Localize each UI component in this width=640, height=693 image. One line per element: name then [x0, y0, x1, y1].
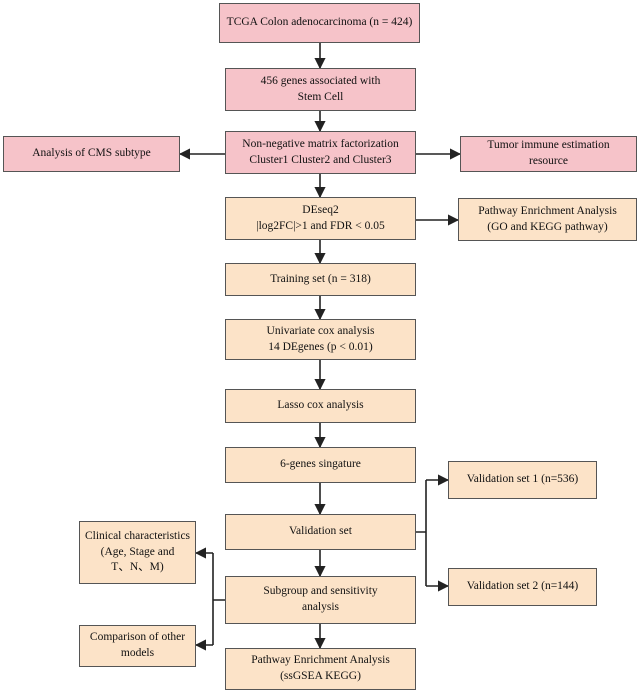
node-text-line: Pathway Enrichment Analysis	[478, 204, 617, 217]
node-text-line: Analysis of CMS subtype	[32, 147, 151, 160]
node-text-line: resource	[529, 155, 568, 167]
node-text-line: (ssGSEA KEGG)	[280, 670, 361, 682]
node-text-line: Validation set 1 (n=536)	[466, 473, 579, 486]
node-text-line: |log2FC|>1 and FDR < 0.05	[256, 219, 385, 232]
node-text-line: 14 DEgenes (p < 0.01)	[268, 340, 373, 353]
node-training: Training set (n = 318)	[225, 263, 416, 296]
node-deseq: DEseq2 |log2FC|>1 and FDR < 0.05	[225, 197, 416, 240]
node-text-line: Training set (n = 318)	[270, 272, 371, 285]
node-text-line: Comparison of other	[89, 631, 186, 644]
node-univariate: Univariate cox analysis 14 DEgenes (p < 0…	[225, 319, 416, 360]
node-text-line: 6-genes singature	[280, 458, 361, 471]
node-text-line: Clinical characteristics	[84, 530, 191, 543]
node-text-line: Lasso cox analysis	[277, 399, 364, 412]
node-validation2: Validation set 2 (n=144)	[448, 568, 597, 606]
node-lasso: Lasso cox analysis	[225, 389, 416, 423]
node-text-line: Validation set	[289, 525, 352, 538]
node-cms: Analysis of CMS subtype	[3, 136, 180, 172]
node-tcga: TCGA Colon adenocarcinoma (n = 424)	[219, 3, 420, 43]
node-text-line: Univariate cox analysis	[266, 324, 375, 337]
node-text-line: T、N、M)	[111, 561, 164, 574]
node-text-line: Pathway Enrichment Analysis	[251, 654, 390, 667]
node-text-line: analysis	[301, 601, 340, 613]
node-text-line: Stem Cell	[297, 90, 344, 103]
node-pathway1: Pathway Enrichment Analysis (GO and KEGG …	[458, 198, 637, 241]
node-signature: 6-genes singature	[225, 447, 416, 483]
node-text-line: Tumor immune estimation	[487, 139, 610, 152]
node-subgroup: Subgroup and sensitivity analysis	[225, 576, 416, 624]
node-text-line: TCGA Colon adenocarcinoma (n = 424)	[226, 16, 413, 29]
node-text-line: models	[120, 647, 155, 659]
node-text-line: DEseq2	[302, 203, 339, 216]
connector-subgroup-branch	[212, 553, 225, 645]
connector-validation-branch	[416, 480, 427, 586]
node-comparison: Comparison of other models	[79, 625, 196, 667]
node-text-line: Non-negative matrix factorization	[242, 137, 399, 150]
node-text-line: Subgroup and sensitivity	[263, 585, 378, 598]
node-timer: Tumor immune estimation resource	[460, 136, 637, 172]
node-text-line: Cluster1 Cluster2 and Cluster3	[249, 153, 392, 166]
node-validation1: Validation set 1 (n=536)	[448, 461, 597, 499]
node-text-line: 456 genes associated with	[260, 74, 381, 87]
node-text-line: (GO and KEGG pathway)	[487, 220, 608, 233]
node-text-line: Validation set 2 (n=144)	[466, 580, 579, 593]
node-validation-set: Validation set	[225, 514, 416, 550]
node-pathway2: Pathway Enrichment Analysis (ssGSEA KEGG)	[225, 648, 416, 690]
node-text-line: (Age, Stage and	[100, 545, 175, 558]
